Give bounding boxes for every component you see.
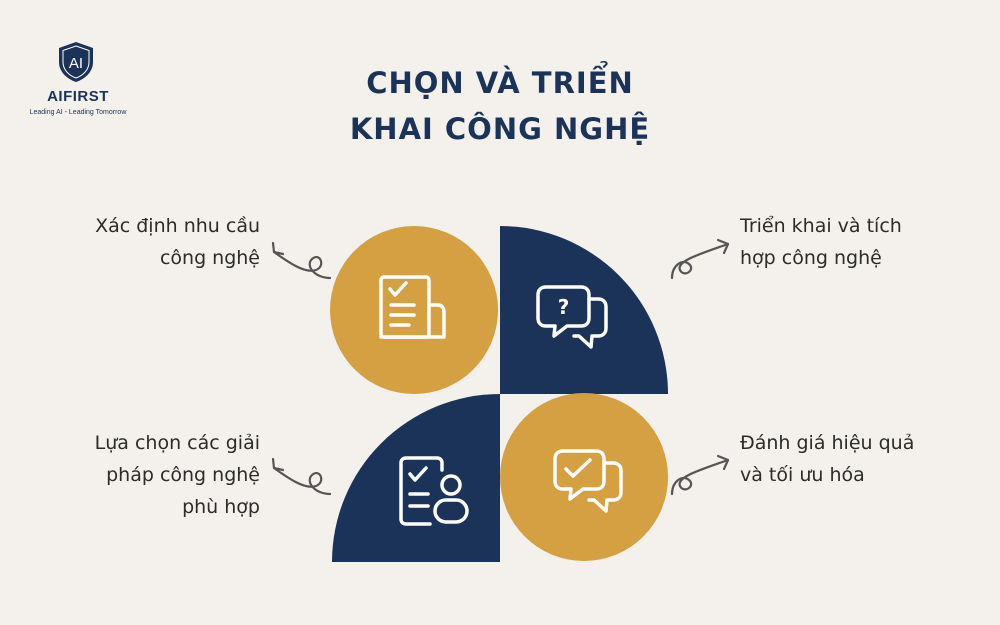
- step-label-line: và tối ưu hóa: [740, 464, 865, 486]
- brand-logo: AI AIFIRST Leading AI - Leading Tomorrow: [22, 34, 134, 124]
- arrow-to-top-right-label: [670, 238, 730, 280]
- document-checklist-icon: [379, 275, 446, 339]
- step-label-line: công nghệ: [159, 247, 260, 269]
- logo-mark-text: AI: [69, 55, 83, 72]
- check-chat-icon: [553, 449, 623, 513]
- step-label-top-left: Xác định nhu cầu công nghệ: [40, 210, 260, 274]
- step-label-bottom-right: Đánh giá hiệu quả và tối ưu hóa: [740, 427, 970, 491]
- step-label-bottom-left: Lựa chọn các giải pháp công nghệ phù hợp: [40, 427, 260, 523]
- step-label-line: pháp công nghệ: [106, 464, 260, 486]
- title-line-1: CHỌN VÀ TRIỂN: [366, 66, 634, 100]
- step-label-line: hợp công nghệ: [740, 247, 882, 269]
- step-label-line: Đánh giá hiệu quả: [740, 432, 915, 454]
- arrow-to-top-left-label: [271, 241, 332, 280]
- step-label-line: phù hợp: [182, 496, 260, 518]
- page-title: CHỌN VÀ TRIỂN KHAI CÔNG NGHỆ: [250, 60, 750, 152]
- brand-tagline: Leading AI - Leading Tomorrow: [29, 109, 127, 116]
- question-chat-icon: [536, 285, 608, 349]
- question-mark-glyph: ?: [558, 295, 570, 319]
- quadrant-bottom-right: [500, 393, 668, 561]
- quadrant-top-right: [500, 226, 668, 394]
- arrow-to-bottom-right-label: [670, 454, 730, 496]
- step-label-top-right: Triển khai và tích hợp công nghệ: [740, 210, 970, 274]
- title-line-2: KHAI CÔNG NGHỆ: [349, 112, 651, 146]
- brand-name: AIFIRST: [47, 88, 109, 105]
- shield-logo-icon: AI: [59, 42, 93, 82]
- checklist-person-icon: [399, 456, 469, 526]
- step-label-line: Triển khai và tích: [740, 215, 902, 237]
- arrow-to-bottom-left-label: [271, 457, 332, 496]
- step-label-line: Lựa chọn các giải: [94, 432, 260, 454]
- step-label-line: Xác định nhu cầu: [95, 215, 260, 237]
- quadrant-top-left: [330, 226, 498, 394]
